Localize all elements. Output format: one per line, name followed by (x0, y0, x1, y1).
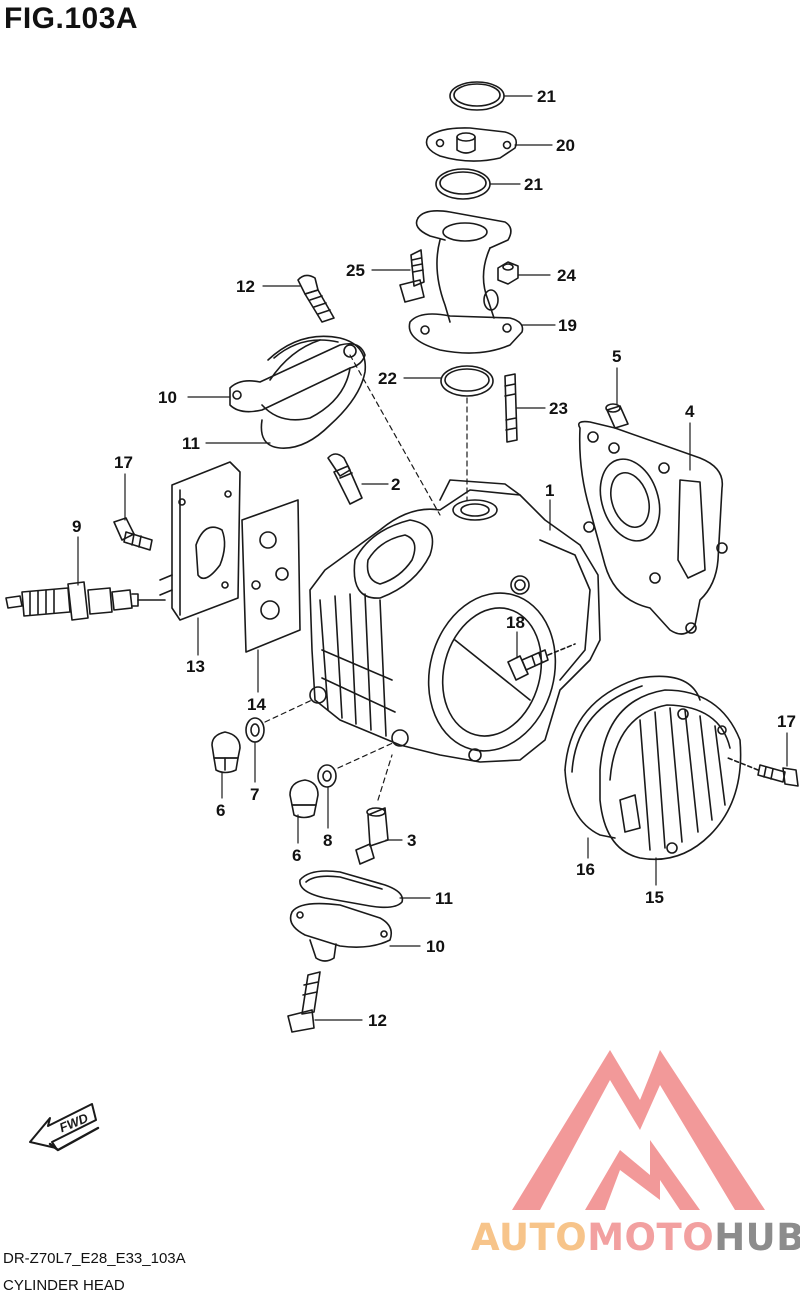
watermark-hub: HUB (714, 1216, 800, 1259)
callout-11-top: 11 (182, 434, 200, 453)
watermark-logo (512, 1050, 765, 1210)
o-ring-11-bottom (299, 870, 404, 909)
callout-6-right: 6 (292, 846, 302, 865)
callout-21-lower: 21 (524, 175, 543, 194)
callout-2: 2 (391, 475, 401, 494)
washer-8 (317, 764, 337, 788)
callout-9: 9 (72, 517, 82, 536)
watermark-moto: MOTO (587, 1216, 715, 1259)
callout-7: 7 (250, 785, 260, 804)
o-ring-21-top (449, 81, 505, 111)
callout-6-left: 6 (216, 801, 226, 820)
callout-10-top: 10 (158, 388, 177, 407)
callout-15: 15 (645, 888, 664, 907)
cap-nut-6-right (289, 779, 319, 819)
bolt-12-bottom (287, 971, 321, 1033)
dowel-5 (605, 403, 629, 429)
callout-1: 1 (545, 481, 555, 500)
callout-20: 20 (556, 136, 575, 155)
watermark-auto: AUTO (471, 1216, 588, 1259)
callout-8: 8 (323, 831, 333, 850)
intake-pipe-19 (408, 210, 524, 354)
callout-19: 19 (558, 316, 577, 335)
o-ring-16 (564, 675, 701, 839)
fwd-arrow-icon: FWD (29, 1103, 100, 1152)
callout-25: 25 (346, 261, 365, 280)
o-ring-21-lower (435, 168, 491, 200)
callout-17-left: 17 (114, 453, 133, 472)
washer-7 (245, 717, 265, 743)
callout-10-bottom: 10 (426, 937, 445, 956)
callout-11-bottom: 11 (435, 889, 453, 908)
head-gasket-4 (577, 420, 728, 635)
stud-23 (504, 373, 518, 443)
bolt-12-top (297, 274, 335, 323)
assembly-lines (264, 354, 468, 801)
cylinder-head-1 (309, 479, 601, 763)
figure-title: FIG.103A (4, 2, 139, 35)
callout-13: 13 (186, 657, 205, 676)
leader-lines (77, 95, 788, 1021)
side-cover-15 (599, 689, 742, 861)
o-ring-22 (440, 365, 494, 397)
callout-21-top: 21 (537, 87, 556, 106)
watermark-text: AUTOMOTOHUB (471, 1216, 800, 1259)
callout-12-top: 12 (236, 277, 255, 296)
callout-22: 22 (378, 369, 397, 388)
callout-17-right: 17 (777, 712, 796, 731)
bolt-18 (507, 643, 576, 681)
bolt-17-right (727, 757, 799, 787)
callout-12-bottom: 12 (368, 1011, 387, 1030)
bolt-25 (399, 249, 425, 303)
cover-plate-13 (159, 461, 241, 621)
spark-plug-9 (5, 581, 166, 621)
tappet-cover-10-bottom (289, 902, 393, 962)
figure-code: DR-Z70L7_E28_E33_103A (3, 1250, 186, 1267)
callout-23: 23 (549, 399, 568, 418)
callout-24: 24 (557, 266, 576, 285)
figure-name: CYLINDER HEAD (3, 1277, 125, 1294)
callout-4: 4 (685, 402, 695, 421)
nut-24 (497, 261, 519, 285)
callout-18: 18 (506, 613, 525, 632)
o-ring-11-top (260, 335, 367, 449)
callout-5: 5 (612, 347, 622, 366)
valve-guide-2 (327, 453, 363, 505)
gasket-14 (241, 499, 301, 653)
tappet-cover-10-top (229, 339, 366, 421)
cap-nut-6-left (211, 731, 241, 774)
valve-guide-3 (355, 807, 389, 865)
callout-16: 16 (576, 860, 595, 879)
joint-plate-20 (425, 127, 518, 162)
callout-3: 3 (407, 831, 417, 850)
callout-14: 14 (247, 695, 266, 714)
bolt-17-left (113, 517, 153, 551)
